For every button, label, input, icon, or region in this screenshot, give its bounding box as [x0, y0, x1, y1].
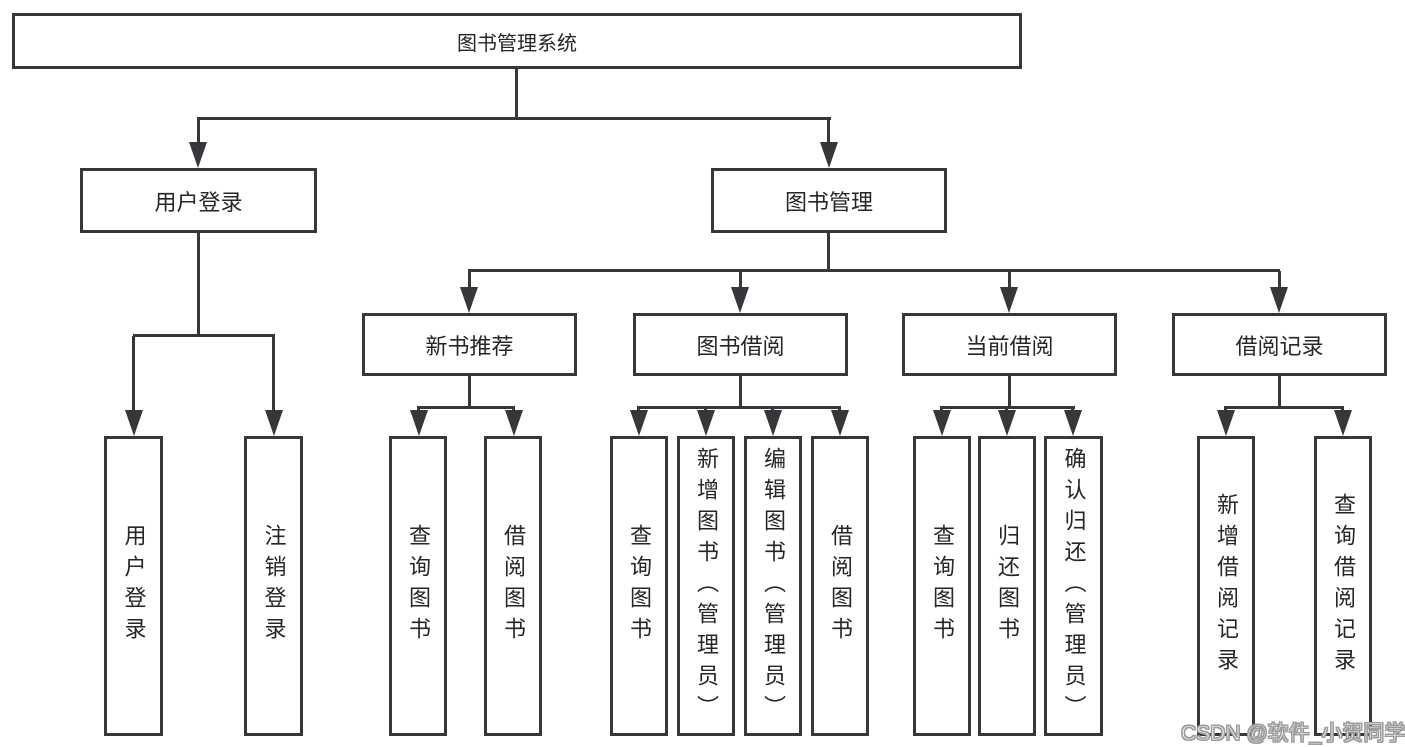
- leaf-label: 新增图书（管理员）: [694, 446, 719, 726]
- node-label: 借阅记录: [1235, 333, 1324, 359]
- connector-vline: [197, 118, 200, 146]
- connector-vline: [827, 233, 830, 272]
- arrowhead-down-icon: [998, 410, 1016, 436]
- node-label: 当前借阅: [965, 333, 1054, 359]
- arrowhead-down-icon: [1217, 410, 1235, 436]
- leaf-add-books-admin: 新增图书（管理员）: [677, 436, 735, 736]
- connector-vline: [272, 336, 275, 414]
- arrowhead-down-icon: [125, 410, 143, 436]
- arrowhead-down-icon: [820, 142, 838, 168]
- leaf-label: 注销登录: [261, 524, 287, 648]
- leaf-label: 编辑图书（管理员）: [761, 446, 786, 726]
- arrowhead-down-icon: [630, 410, 648, 436]
- arrowhead-down-icon: [697, 410, 715, 436]
- node-label: 用户登录: [154, 189, 243, 215]
- leaf-label: 确认归还（管理员）: [1061, 446, 1087, 726]
- connector-vline: [1278, 271, 1281, 290]
- connector-vline: [197, 233, 200, 337]
- arrowhead-down-icon: [1334, 410, 1352, 436]
- leaf-label: 新增借阅记录: [1214, 493, 1239, 679]
- leaf-label: 借阅图书: [501, 524, 526, 648]
- leaf-borrow-books: 借阅图书: [811, 436, 869, 736]
- connector-hline: [940, 406, 1075, 409]
- node-current-borrowing: 当前借阅: [902, 313, 1117, 376]
- csdn-watermark: CSDN @软件_小贺同学: [1181, 722, 1405, 746]
- node-borrowing-records: 借阅记录: [1172, 313, 1387, 376]
- connector-vline: [1008, 271, 1011, 290]
- leaf-confirm-return-admin: 确认归还（管理员）: [1044, 436, 1103, 736]
- leaf-label: 归还图书: [995, 524, 1020, 648]
- node-book-management: 图书管理: [711, 168, 947, 233]
- node-label: 图书管理: [784, 189, 873, 215]
- arrowhead-down-icon: [410, 410, 428, 436]
- leaf-label: 查询图书: [930, 524, 955, 648]
- leaf-label: 借阅图书: [828, 524, 853, 648]
- arrowhead-down-icon: [764, 410, 782, 436]
- connector-vline: [515, 68, 518, 120]
- leaf-label: 查询图书: [406, 524, 431, 648]
- connector-vline: [132, 336, 135, 414]
- arrowhead-down-icon: [1270, 287, 1288, 313]
- arrowhead-down-icon: [265, 410, 283, 436]
- leaf-add-borrow-record: 新增借阅记录: [1197, 436, 1255, 736]
- leaf-label: 查询借阅记录: [1331, 493, 1356, 679]
- connector-hline: [1224, 406, 1344, 409]
- arrowhead-down-icon: [1000, 287, 1018, 313]
- node-label: 图书管理系统: [457, 32, 577, 55]
- node-new-book-recommend: 新书推荐: [362, 313, 577, 376]
- leaf-return-books: 归还图书: [978, 436, 1036, 736]
- arrowhead-down-icon: [933, 410, 951, 436]
- leaf-query-borrow-record: 查询借阅记录: [1314, 436, 1372, 736]
- leaf-label: 用户登录: [121, 524, 147, 648]
- leaf-borrow-books-recommend: 借阅图书: [484, 436, 542, 736]
- leaf-edit-books-admin: 编辑图书（管理员）: [744, 436, 802, 736]
- arrowhead-down-icon: [460, 287, 478, 313]
- connector-vline: [827, 118, 830, 146]
- leaf-label: 查询图书: [627, 524, 652, 648]
- leaf-query-books-borrowing: 查询图书: [610, 436, 668, 736]
- connector-vline: [1278, 376, 1281, 408]
- connector-vline: [1008, 376, 1011, 408]
- connector-vline: [739, 376, 742, 408]
- connector-vline: [739, 271, 742, 290]
- node-book-borrowing: 图书借阅: [633, 313, 848, 376]
- leaf-query-books-current: 查询图书: [913, 436, 971, 736]
- connector-hline: [417, 406, 515, 409]
- connector-vline: [468, 271, 471, 290]
- connector-hline: [468, 269, 1280, 272]
- connector-hline: [133, 334, 275, 337]
- arrowhead-down-icon: [505, 410, 523, 436]
- leaf-logout: 注销登录: [244, 436, 303, 736]
- arrowhead-down-icon: [189, 142, 207, 168]
- connector-hline: [197, 117, 831, 120]
- node-label: 新书推荐: [425, 333, 514, 359]
- node-label: 图书借阅: [696, 333, 785, 359]
- connector-vline: [468, 376, 471, 408]
- node-user-login: 用户登录: [80, 168, 317, 233]
- arrowhead-down-icon: [1064, 410, 1082, 436]
- leaf-user-login: 用户登录: [104, 436, 163, 736]
- arrowhead-down-icon: [731, 287, 749, 313]
- arrowhead-down-icon: [831, 410, 849, 436]
- leaf-query-books-recommend: 查询图书: [389, 436, 447, 736]
- node-system-root: 图书管理系统: [12, 13, 1022, 69]
- connector-hline: [637, 406, 841, 409]
